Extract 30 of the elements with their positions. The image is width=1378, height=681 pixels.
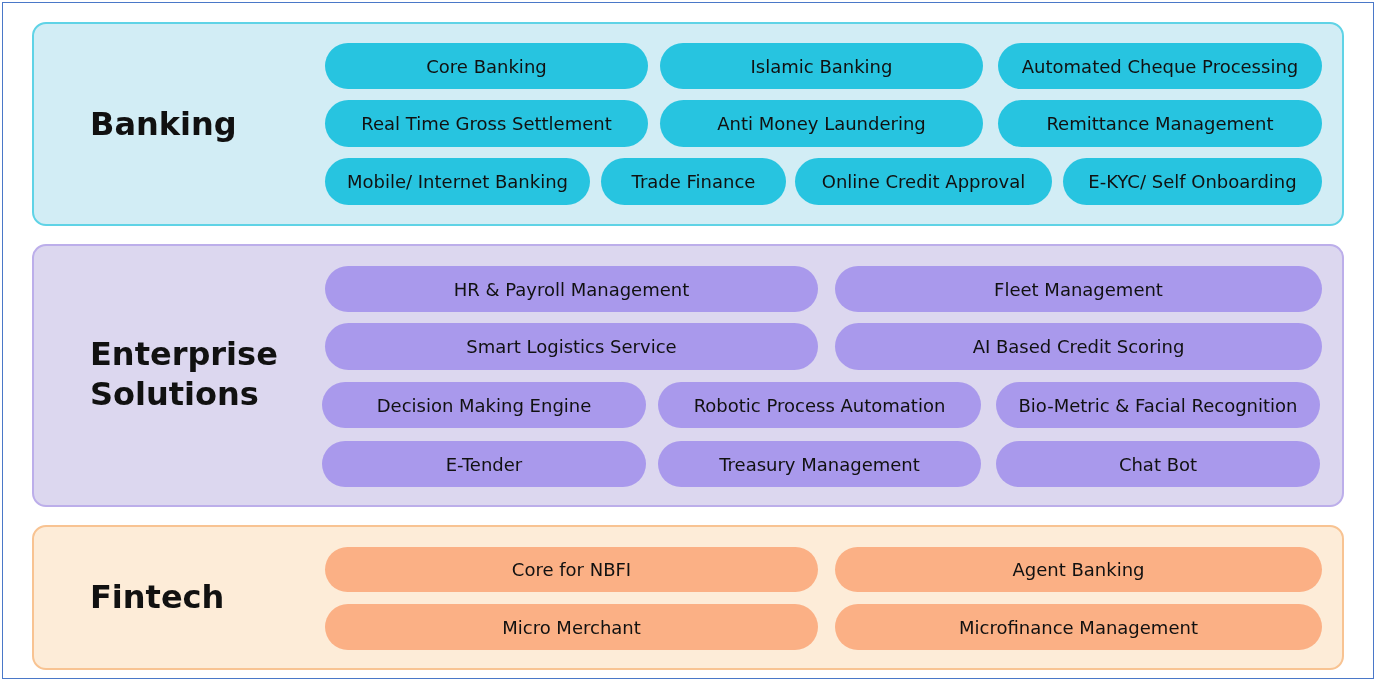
service-pill: Anti Money Laundering (660, 100, 983, 147)
service-pill: Core for NBFI (325, 547, 818, 592)
category-panel (32, 22, 1344, 226)
service-pill: Agent Banking (835, 547, 1322, 592)
service-pill: AI Based Credit Scoring (835, 323, 1322, 370)
service-pill: Fleet Management (835, 266, 1322, 312)
service-pill: Robotic Process Automation (658, 382, 981, 428)
service-pill: Smart Logistics Service (325, 323, 818, 370)
service-pill: Islamic Banking (660, 43, 983, 89)
service-pill: Online Credit Approval (795, 158, 1052, 205)
category-panel (32, 244, 1344, 507)
service-pill: Chat Bot (996, 441, 1320, 487)
category-heading: Fintech (90, 577, 226, 617)
category-heading: Enterprise Solutions (90, 334, 279, 414)
service-pill: Micro Merchant (325, 604, 818, 650)
service-pill: E-Tender (322, 441, 646, 487)
service-pill: Real Time Gross Settlement (325, 100, 648, 147)
service-pill: Automated Cheque Processing (998, 43, 1322, 89)
category-heading: Banking (90, 104, 238, 144)
service-pill: Remittance Management (998, 100, 1322, 147)
category-panel (32, 525, 1344, 670)
service-pill: Bio-Metric & Facial Recognition (996, 382, 1320, 428)
service-pill: Microfinance Management (835, 604, 1322, 650)
service-pill: Core Banking (325, 43, 648, 89)
service-pill: Trade Finance (601, 158, 786, 205)
service-pill: Treasury Management (658, 441, 981, 487)
service-pill: Decision Making Engine (322, 382, 646, 428)
service-pill: HR & Payroll Management (325, 266, 818, 312)
service-pill: E-KYC/ Self Onboarding (1063, 158, 1322, 205)
service-pill: Mobile/ Internet Banking (325, 158, 590, 205)
